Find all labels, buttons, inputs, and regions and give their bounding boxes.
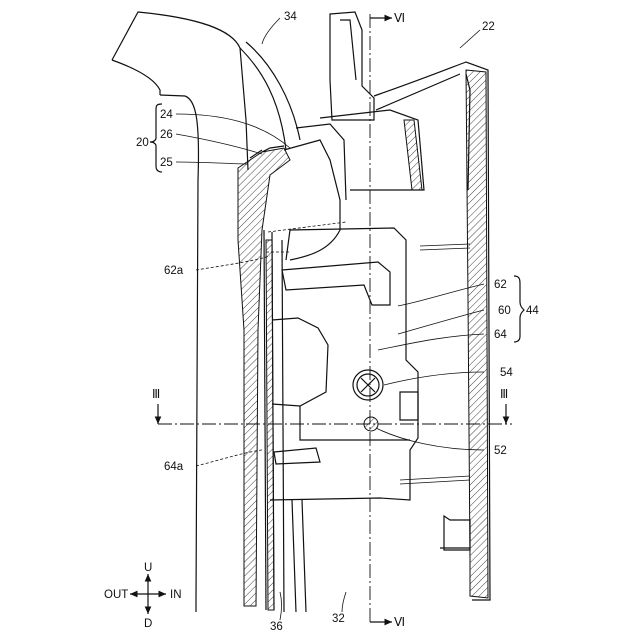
label-34: 34 bbox=[284, 11, 297, 23]
channel-32 bbox=[292, 500, 306, 612]
label-62: 62 bbox=[494, 279, 507, 291]
leader-lines bbox=[176, 18, 484, 620]
direction-up: U bbox=[144, 562, 152, 574]
direction-in: IN bbox=[170, 589, 182, 601]
section-mark-vi-top: Ⅵ bbox=[394, 11, 405, 25]
direction-down: D bbox=[144, 618, 152, 630]
label-20: 20 bbox=[136, 137, 149, 149]
label-22: 22 bbox=[482, 21, 495, 33]
section-mark-iii-right: Ⅲ bbox=[500, 387, 508, 401]
label-54: 54 bbox=[500, 367, 513, 379]
label-60: 60 bbox=[498, 305, 511, 317]
screw-54 bbox=[353, 370, 383, 400]
label-25: 25 bbox=[160, 157, 173, 169]
label-64: 64 bbox=[494, 329, 507, 341]
direction-out: OUT bbox=[104, 589, 128, 601]
label-62a: 62a bbox=[164, 265, 184, 277]
label-32: 32 bbox=[332, 613, 345, 625]
label-52: 52 bbox=[494, 445, 507, 457]
label-26: 26 bbox=[160, 129, 173, 141]
door-frame-22 bbox=[374, 62, 490, 600]
section-mark-iii-left: Ⅲ bbox=[152, 387, 160, 401]
label-36: 36 bbox=[270, 621, 283, 633]
garnish-36 bbox=[264, 230, 284, 612]
upper-bracket bbox=[284, 12, 424, 260]
direction-indicator bbox=[130, 574, 166, 614]
label-44: 44 bbox=[526, 305, 539, 317]
label-24: 24 bbox=[160, 109, 173, 121]
label-64a: 64a bbox=[164, 461, 184, 473]
section-mark-vi-bottom: Ⅵ bbox=[394, 615, 405, 629]
brace-44 bbox=[514, 276, 524, 342]
